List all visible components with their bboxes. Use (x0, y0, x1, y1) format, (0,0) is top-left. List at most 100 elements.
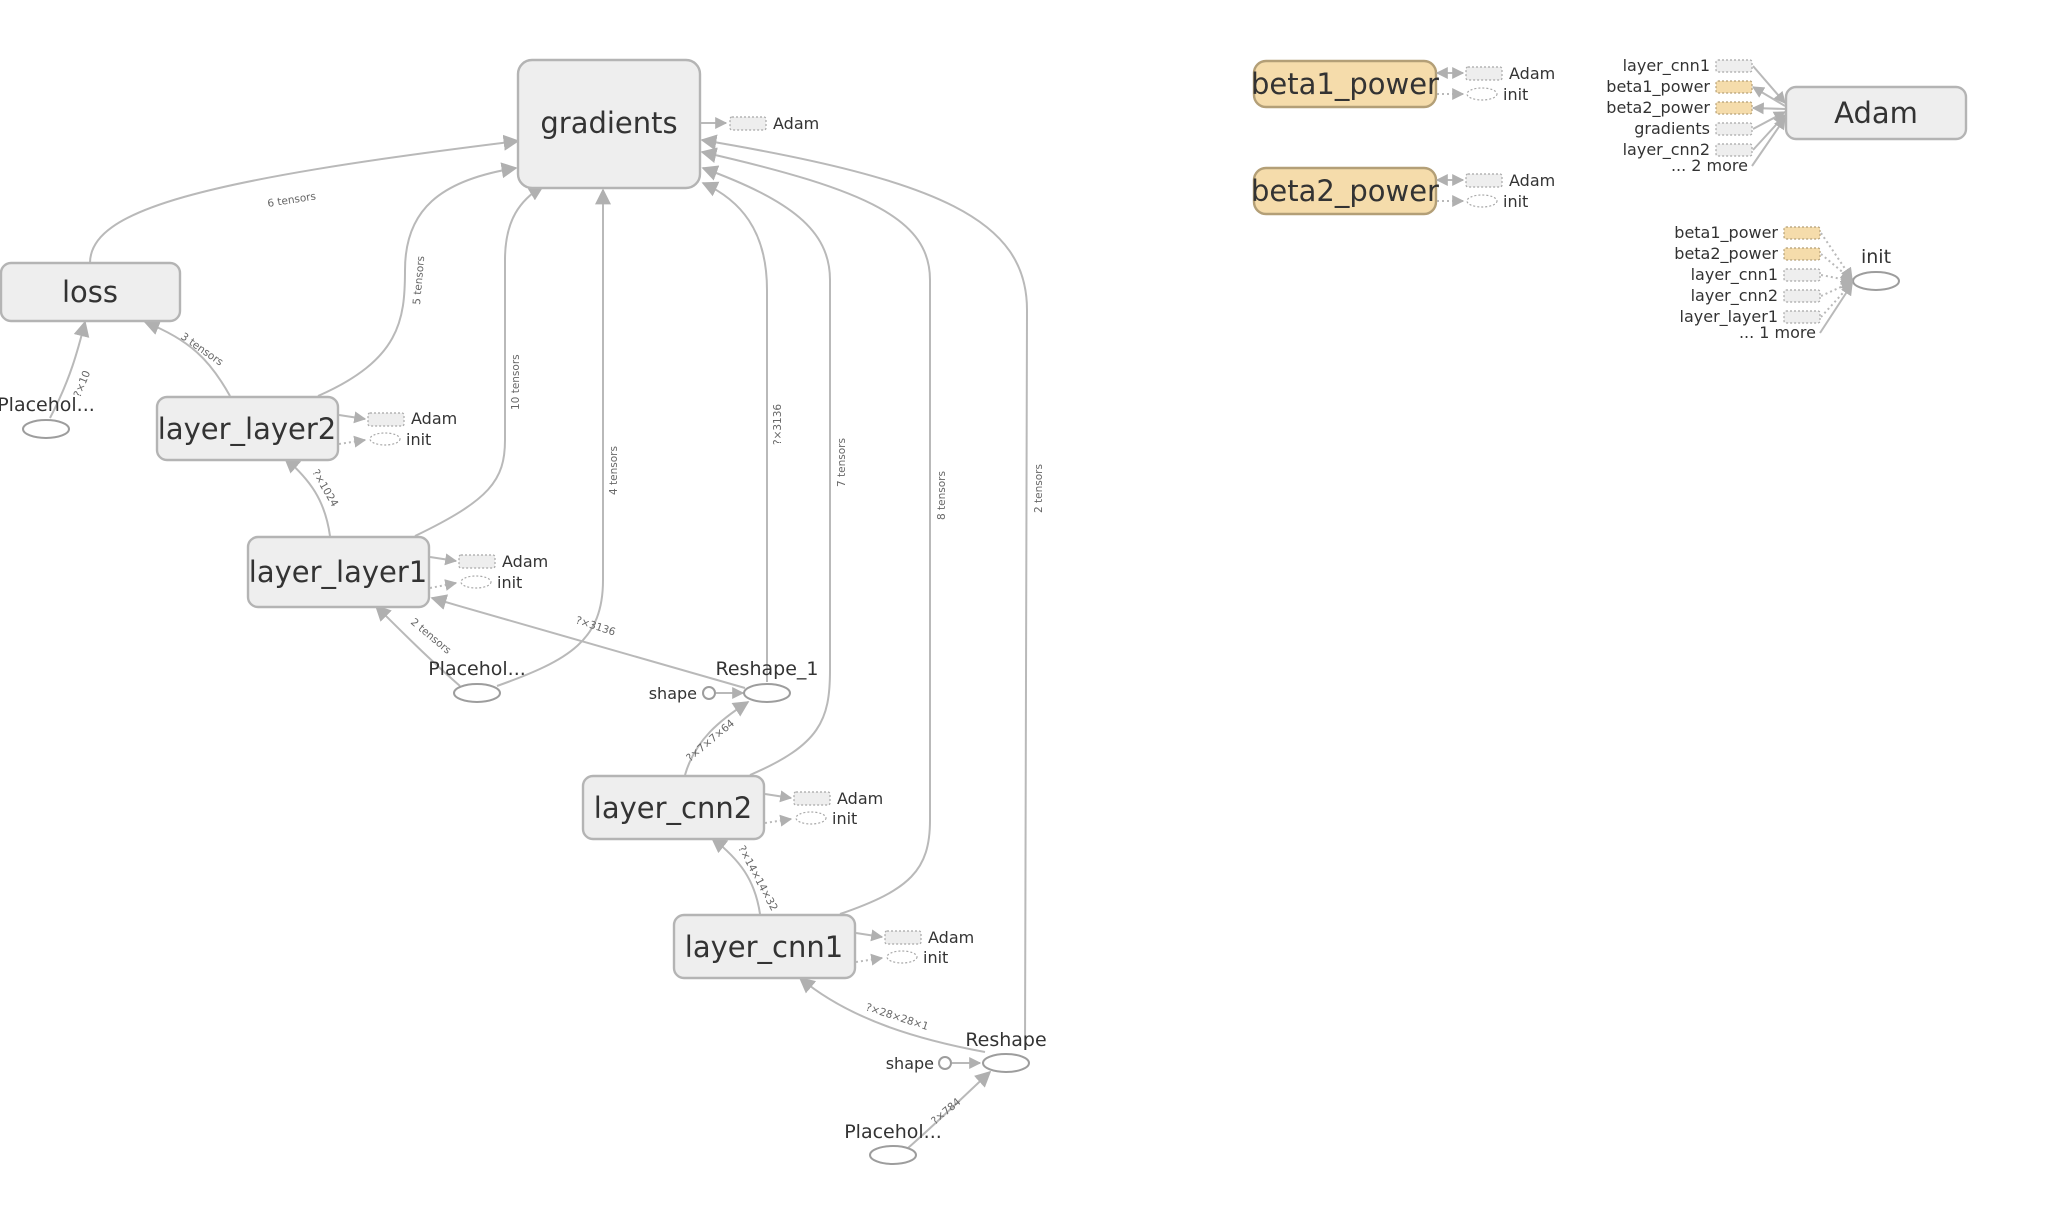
node-gradients[interactable]: gradients (516, 58, 702, 190)
init-input-0[interactable] (1783, 226, 1821, 240)
edge-layer1-gradients[interactable] (414, 185, 545, 537)
aux-init-cnn2[interactable] (795, 811, 827, 825)
adam-input-edge-5 (1751, 117, 1786, 167)
aux-adam-layer1[interactable] (458, 554, 496, 569)
init-more-label: ... 1 more (1739, 323, 1816, 342)
init-input-1[interactable] (1783, 247, 1821, 261)
edge-label-6tensors: 6 tensors (267, 190, 317, 210)
edge-label-2tensors-b: 2 tensors (408, 616, 453, 657)
edge-reshape1-gradients[interactable] (701, 181, 768, 682)
init-input-label-1: beta2_power (1674, 244, 1778, 264)
node-layer-cnn2[interactable]: layer_cnn2 (581, 774, 766, 841)
adam-inputs: layer_cnn1 beta1_power beta2_power gradi… (1606, 56, 1787, 175)
aux-init-label-layer2: init (406, 430, 431, 449)
node-reshape-1[interactable]: Reshape_1 (716, 658, 819, 703)
node-reshape[interactable]: Reshape (965, 1029, 1047, 1073)
node-init[interactable]: init (1852, 246, 1900, 291)
edge-layer1-adam-aux[interactable] (429, 553, 458, 566)
aux-adam-cnn2[interactable] (793, 791, 831, 806)
aux-adam-label-layer1: Adam (502, 552, 548, 571)
edge-label-2tensors: 2 tensors (1033, 464, 1045, 513)
aux-init-beta1[interactable] (1466, 87, 1498, 101)
init-input-edge-0 (1820, 232, 1853, 280)
adam-input-0[interactable] (1715, 59, 1753, 73)
edge-reshape1-layer1[interactable] (430, 594, 746, 689)
aux-adam-layer2[interactable] (367, 412, 405, 427)
aux-init-layer2[interactable] (369, 432, 401, 446)
node-layer-layer2[interactable]: layer_layer2 (155, 395, 340, 462)
adam-more-label: ... 2 more (1671, 156, 1748, 175)
edge-cnn1-cnn2[interactable] (710, 837, 761, 915)
aux-init-layer1[interactable] (460, 575, 492, 589)
edge-layer2-gradients[interactable] (317, 162, 518, 397)
edge-cnn2-adam-aux[interactable] (764, 790, 793, 803)
edge-label-28281: ?×28×28×1 (864, 1001, 930, 1033)
init-input-4[interactable] (1783, 310, 1821, 324)
shape-label-2: shape (886, 1054, 934, 1073)
edge-placeholder-gradients[interactable] (496, 188, 611, 687)
aux-adam-label-beta2: Adam (1509, 171, 1555, 190)
edge-layer1-layer2[interactable] (283, 456, 331, 537)
edge-cnn1-init-aux[interactable] (855, 953, 884, 966)
placeholder-label-left: Placehol... (0, 394, 95, 416)
adam-input-2[interactable] (1715, 101, 1753, 115)
aux-adam-label-layer2: Adam (411, 409, 457, 428)
aux-init-beta2[interactable] (1466, 194, 1498, 208)
edge-cnn1-gradients[interactable] (700, 147, 931, 915)
edge-label-7764: ?×7×7×64 (684, 717, 737, 764)
edge-layer1-init-aux[interactable] (429, 579, 458, 591)
edge-layer2-init-aux[interactable] (338, 435, 367, 448)
edge-loss-gradients[interactable] (89, 134, 520, 264)
edge-cnn2-init-aux[interactable] (764, 814, 793, 827)
edge-cnn2-reshape1[interactable] (684, 701, 750, 776)
node-layer-cnn1[interactable]: layer_cnn1 (672, 913, 857, 980)
adam-input-3[interactable] (1715, 122, 1753, 136)
node-placeholder-middle[interactable]: Placehol... (428, 658, 526, 703)
shape-op-1[interactable] (702, 686, 716, 700)
edge-reshape-gradients[interactable] (700, 134, 1029, 1051)
edge-layer2-loss[interactable] (143, 319, 231, 397)
init-input-edge-2 (1820, 273, 1854, 285)
edge-cnn2-gradients[interactable] (701, 165, 831, 776)
edge-cnn1-adam-aux[interactable] (855, 929, 884, 942)
edge-label-3tensors: 3 tensors (178, 331, 225, 369)
node-loss[interactable]: loss (0, 261, 182, 323)
edge-layer2-adam-aux[interactable] (338, 411, 367, 424)
edge-placeholder-reshape[interactable] (907, 1070, 992, 1149)
node-label-layer-cnn1: layer_cnn1 (685, 930, 843, 964)
node-placeholder-bottom[interactable]: Placehol... (844, 1121, 942, 1165)
adam-input-edge-1 (1751, 86, 1786, 107)
init-input-edge-1 (1820, 253, 1853, 281)
init-input-2[interactable] (1783, 268, 1821, 282)
reshape1-label: Reshape_1 (716, 658, 819, 680)
adam-input-edge-2 (1751, 102, 1786, 115)
node-layer-layer1[interactable]: layer_layer1 (246, 535, 431, 609)
init-input-edge-3 (1820, 280, 1854, 297)
adam-input-4[interactable] (1715, 143, 1753, 157)
node-adam[interactable]: Adam (1784, 85, 1968, 141)
edge-placeholder-layer1[interactable] (374, 604, 461, 687)
reshape-label: Reshape (965, 1029, 1046, 1051)
node-label-layer-cnn2: layer_cnn2 (594, 791, 752, 825)
aux-init-cnn1[interactable] (886, 950, 918, 964)
node-beta1-power[interactable]: beta1_power (1251, 59, 1439, 109)
shape-op-2[interactable] (938, 1056, 952, 1070)
adam-input-1[interactable] (1715, 80, 1753, 94)
aux-adam-label-cnn2: Adam (837, 789, 883, 808)
node-label-beta2-power: beta2_power (1251, 174, 1439, 208)
init-input-3[interactable] (1783, 289, 1821, 303)
edge-placeholder-loss[interactable] (49, 320, 90, 419)
aux-adam-gradients[interactable] (729, 116, 767, 131)
aux-adam-beta1[interactable] (1465, 66, 1503, 81)
adam-input-edge-0 (1752, 65, 1786, 104)
init-input-label-4: layer_layer1 (1680, 307, 1778, 327)
node-label-beta1-power: beta1_power (1251, 67, 1439, 101)
node-placeholder-left[interactable]: Placehol... (0, 394, 95, 439)
edge-reshape-cnn1[interactable] (798, 976, 986, 1053)
aux-adam-beta2[interactable] (1465, 173, 1503, 188)
init-input-label-2: layer_cnn1 (1691, 265, 1778, 285)
aux-adam-cnn1[interactable] (884, 930, 922, 945)
node-beta2-power[interactable]: beta2_power (1251, 166, 1439, 216)
